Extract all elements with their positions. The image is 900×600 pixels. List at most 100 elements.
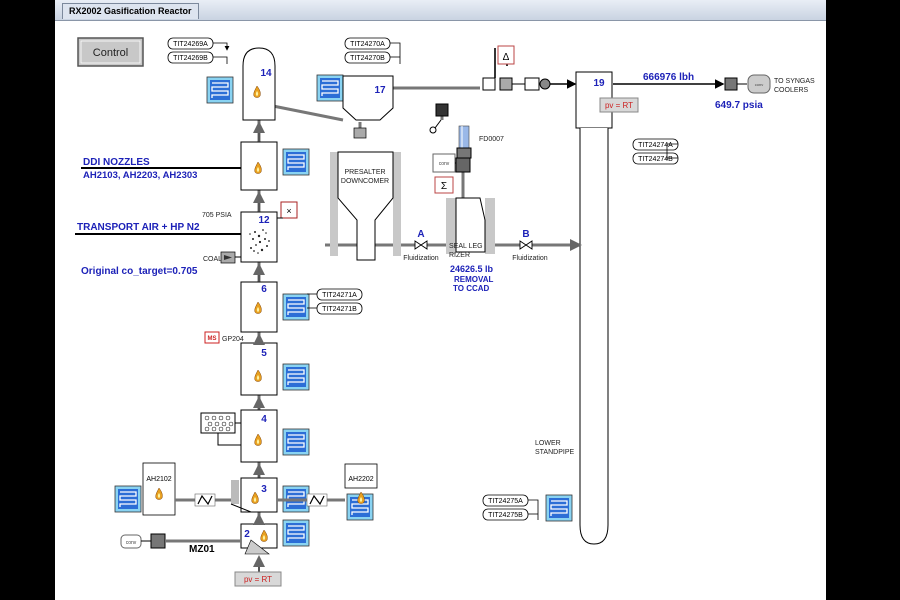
svg-text:pv = RT: pv = RT <box>605 101 633 110</box>
valve-a[interactable] <box>414 240 428 250</box>
tag-tit24274b[interactable]: TIT24274B <box>632 152 679 165</box>
svg-text:TIT24274B: TIT24274B <box>638 156 673 163</box>
conv-block-seal[interactable]: conv <box>432 153 456 173</box>
tag-tit24275a[interactable]: TIT24275A <box>482 494 529 507</box>
tag-tit24271a[interactable]: TIT24271A <box>316 288 363 301</box>
tag-tit24269b[interactable]: TIT24269B <box>167 51 214 64</box>
ddi-ids-label: AH2103, AH2203, AH2303 <box>83 170 197 181</box>
svg-text:2: 2 <box>244 529 250 540</box>
seal-leg-valve[interactable] <box>455 157 471 173</box>
section-14[interactable]: 14 <box>242 47 276 121</box>
svg-text:TIT24269A: TIT24269A <box>173 41 208 48</box>
heater-5 <box>282 363 310 391</box>
svg-text:DOWNCOMER: DOWNCOMER <box>341 178 389 185</box>
removal-dest-label: TO CCAD <box>453 284 490 293</box>
heater-ddi <box>282 148 310 176</box>
section-12[interactable]: 12 <box>240 211 278 263</box>
removal-label: REMOVAL <box>454 275 494 284</box>
section-4[interactable]: 4 <box>240 409 278 463</box>
section-2[interactable]: 2 <box>240 523 278 555</box>
check-valve-left[interactable] <box>194 493 216 507</box>
ah2202-block[interactable]: AH2202 <box>344 463 378 489</box>
svg-text:12: 12 <box>258 215 270 226</box>
ms-indicator[interactable]: MS <box>204 331 220 344</box>
conv-block-mz01[interactable]: conv <box>120 534 142 549</box>
heater-ah2102 <box>114 485 142 513</box>
svg-text:TIT24271B: TIT24271B <box>322 306 357 313</box>
outlet-valve[interactable] <box>724 77 738 91</box>
tag-tit24270a[interactable]: TIT24270A <box>344 37 391 50</box>
svg-text:TIT24275A: TIT24275A <box>488 498 523 505</box>
tag-tit24275b[interactable]: TIT24275B <box>482 508 529 521</box>
svg-text:666976 lbh: 666976 lbh <box>643 72 694 83</box>
svg-text:19: 19 <box>593 78 605 89</box>
process-diagram: Control 14 12 <box>75 37 815 587</box>
heater-6 <box>282 293 310 321</box>
syngas-label-1: TO SYNGAS <box>774 78 815 85</box>
removal-value: 24626.5 lb <box>450 264 494 274</box>
coal-particles <box>249 229 270 254</box>
pv-rt-bottom[interactable]: pv = RT <box>234 571 282 587</box>
window-tab[interactable]: RX2002 Gasification Reactor <box>62 3 199 19</box>
presalter-downcomer[interactable]: PRESALTER DOWNCOMER <box>330 151 401 261</box>
control-button[interactable]: Control <box>77 37 144 67</box>
mz01-label: MZ01 <box>189 544 215 555</box>
svg-text:PRESALTER: PRESALTER <box>344 169 385 176</box>
section-3[interactable]: 3 <box>230 477 278 513</box>
mix-box-3[interactable] <box>524 77 540 91</box>
distributor-block[interactable] <box>200 412 236 434</box>
check-valve-right[interactable] <box>306 493 328 507</box>
svg-text:4: 4 <box>261 414 267 425</box>
delta-block[interactable]: Δ <box>497 45 515 65</box>
svg-text:17: 17 <box>374 85 386 96</box>
valve-b[interactable] <box>519 240 533 250</box>
svg-text:conv: conv <box>439 161 450 167</box>
syngas-label-2: COOLERS <box>774 87 809 94</box>
svg-text:5: 5 <box>261 348 267 359</box>
section-ddi[interactable] <box>240 141 278 191</box>
tag-tit24271b[interactable]: TIT24271B <box>316 302 363 315</box>
svg-text:conv: conv <box>126 540 137 546</box>
mix-box-1[interactable] <box>482 77 496 91</box>
svg-text:Δ: Δ <box>503 52 510 63</box>
title-bar: RX2002 Gasification Reactor <box>55 0 826 21</box>
standpipe-19[interactable]: 19 <box>575 71 613 545</box>
junction-node <box>539 78 551 90</box>
svg-text:pv = RT: pv = RT <box>244 575 272 584</box>
svg-text:TIT24270B: TIT24270B <box>350 55 385 62</box>
coal-feeder[interactable] <box>220 251 236 264</box>
tag-tit24270b[interactable]: TIT24270B <box>344 51 391 64</box>
svg-text:SEAL LEG: SEAL LEG <box>449 243 483 250</box>
svg-text:TIT24275B: TIT24275B <box>488 512 523 519</box>
cyclone-17[interactable]: 17 <box>342 75 394 139</box>
heater-standpipe <box>545 494 573 522</box>
section-6[interactable]: 6 <box>240 281 278 333</box>
lower-standpipe-label-2: STANDPIPE <box>535 449 574 456</box>
tag-tit24274a[interactable]: TIT24274A <box>632 138 679 151</box>
tag-tit24269a[interactable]: TIT24269A <box>167 37 214 50</box>
svg-text:AH2102: AH2102 <box>146 476 171 483</box>
fd0007-block[interactable] <box>456 125 472 159</box>
mix-box-2[interactable] <box>499 77 513 91</box>
mz01-valve[interactable] <box>150 533 166 549</box>
pressure-readout: 649.7 psia <box>715 100 763 111</box>
fluidization-b-label: Fluidization <box>512 255 548 262</box>
svg-text:TIT24270A: TIT24270A <box>350 41 385 48</box>
seal-leg-rizer[interactable]: SEAL LEG RIZER <box>446 197 495 259</box>
svg-text:TIT24271A: TIT24271A <box>322 292 357 299</box>
ddi-nozzles-label: DDI NOZZLES <box>83 157 150 168</box>
svg-text:AH2202: AH2202 <box>348 476 373 483</box>
section-5[interactable]: 5 <box>240 342 278 396</box>
heater-2 <box>282 519 310 547</box>
heater-14 <box>206 76 234 104</box>
sigma-block[interactable]: Σ <box>434 176 454 194</box>
syngas-cooler[interactable]: conv <box>747 74 771 94</box>
alarm-box[interactable]: × <box>280 201 298 219</box>
coal-label: COAL <box>203 256 222 263</box>
svg-text:RIZER: RIZER <box>449 252 470 259</box>
ah2102-block[interactable]: AH2102 <box>142 462 176 516</box>
heater-17 <box>316 74 344 102</box>
svg-text:14: 14 <box>260 68 272 79</box>
valve-17-outlet[interactable] <box>429 103 449 134</box>
pv-rt-top[interactable]: pv = RT <box>599 97 639 113</box>
